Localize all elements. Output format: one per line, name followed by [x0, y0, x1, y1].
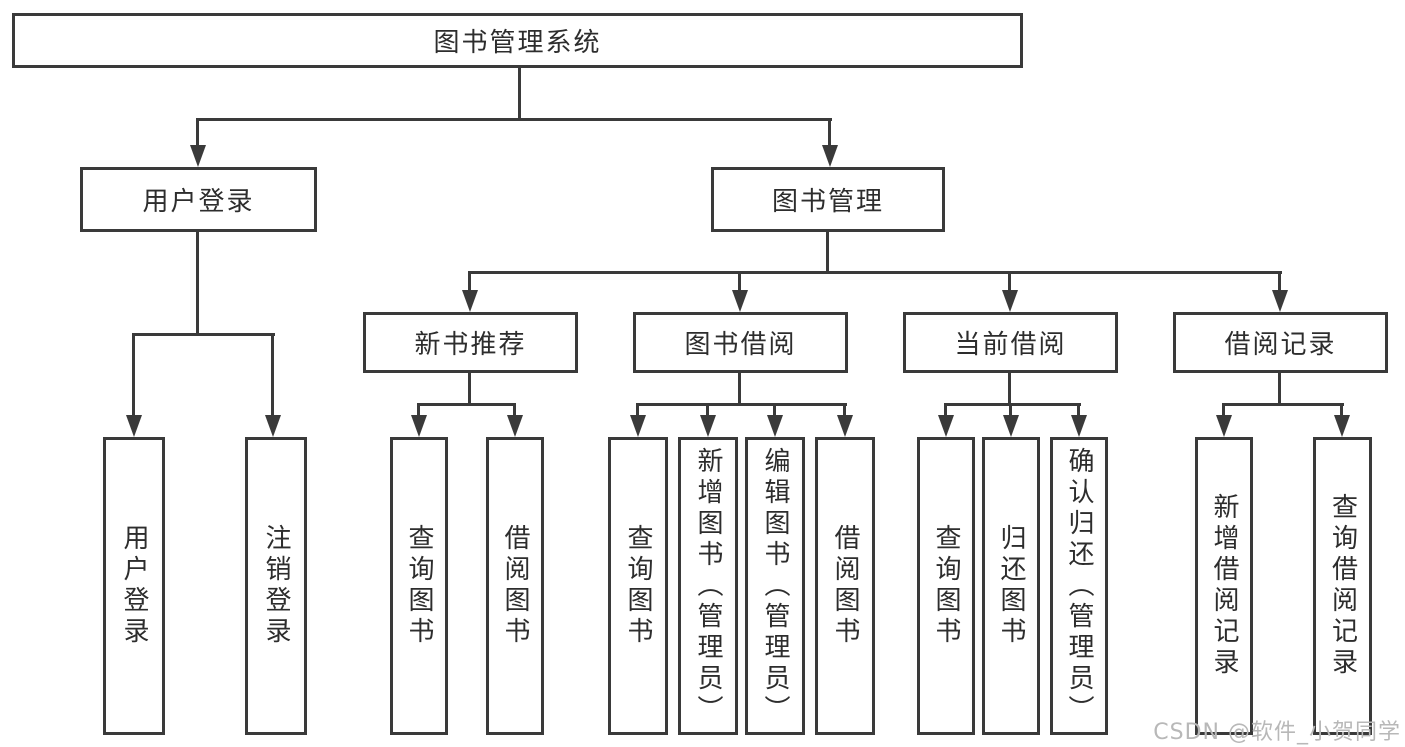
arrowhead-groupA-2 [507, 415, 523, 437]
node-user-login: 用户登录 [80, 167, 317, 232]
connector-user-rail [132, 333, 275, 336]
arrowhead-groupA-1 [411, 415, 427, 437]
leaf-bb-query-books: 查询图书 [608, 437, 668, 735]
arrowhead-user-login [190, 145, 206, 167]
arrowhead-groupD-2 [1334, 415, 1350, 437]
connector-groupB-rail [636, 403, 847, 406]
connector-drop-borrow-records [1278, 274, 1281, 292]
connector-drop-current-borrow [1008, 274, 1011, 292]
leaf-nbr-query-books: 查询图书 [390, 437, 448, 735]
arrowhead-groupC-2 [1003, 415, 1019, 437]
node-current-borrowing-label: 当前借阅 [954, 330, 1067, 360]
leaf-user-login-label: 用户登录 [119, 524, 149, 648]
connector-groupA-rail [417, 403, 516, 406]
connector-groupB-drop-1 [636, 406, 639, 417]
leaf-cb-query-books-label: 查询图书 [931, 524, 961, 648]
node-borrowing-records: 借阅记录 [1173, 312, 1388, 373]
connector-drop-new-book-rec [468, 274, 471, 292]
leaf-bb-borrow-books: 借阅图书 [815, 437, 875, 735]
node-borrowing-records-label: 借阅记录 [1224, 330, 1337, 360]
leaf-logout-label: 注销登录 [261, 524, 291, 648]
arrowhead-new-book-rec [462, 290, 478, 312]
leaf-bb-query-books-label: 查询图书 [623, 524, 653, 648]
leaf-bb-add-books-label: 新增图书（管理员） [693, 446, 723, 726]
leaf-br-add-record: 新增借阅记录 [1195, 437, 1253, 735]
connector-groupC-drop-3 [1077, 406, 1080, 417]
leaf-nbr-borrow-books: 借阅图书 [486, 437, 544, 735]
connector-groupB-stem [738, 373, 741, 405]
node-current-borrowing: 当前借阅 [903, 312, 1118, 373]
arrowhead-groupB-4 [837, 415, 853, 437]
connector-level2-rail [196, 118, 832, 121]
connector-groupB-drop-3 [773, 406, 776, 417]
arrowhead-current-borrow [1002, 290, 1018, 312]
arrowhead-groupB-1 [630, 415, 646, 437]
connector-groupA-stem [468, 373, 471, 405]
leaf-logout: 注销登录 [245, 437, 307, 735]
connector-groupD-stem [1278, 373, 1281, 405]
connector-groupB-drop-4 [843, 406, 846, 417]
arrowhead-groupC-1 [938, 415, 954, 437]
connector-drop-leaf-logout [271, 336, 274, 417]
csdn-watermark: CSDN @软件_小贺同学 [1153, 720, 1401, 745]
arrowhead-borrow-records [1272, 290, 1288, 312]
leaf-cb-confirm-return-label: 确认归还（管理员） [1064, 446, 1094, 726]
leaf-nbr-query-books-label: 查询图书 [404, 524, 434, 648]
connector-drop-user-login [196, 121, 199, 147]
arrowhead-book-borrow [732, 290, 748, 312]
node-book-borrowing: 图书借阅 [633, 312, 848, 373]
leaf-cb-confirm-return: 确认归还（管理员） [1050, 437, 1108, 735]
arrowhead-leaf-user-login [126, 415, 142, 437]
connector-drop-book-mgmt [828, 121, 831, 147]
arrowhead-groupC-3 [1071, 415, 1087, 437]
node-book-management: 图书管理 [711, 167, 945, 232]
node-book-management-label: 图书管理 [771, 187, 884, 217]
leaf-cb-return-books-label: 归还图书 [996, 524, 1026, 648]
leaf-bb-add-books: 新增图书（管理员） [678, 437, 738, 735]
leaf-bb-edit-books-label: 编辑图书（管理员） [760, 446, 790, 726]
connector-groupC-drop-2 [1009, 406, 1012, 417]
leaf-bb-edit-books: 编辑图书（管理员） [745, 437, 805, 735]
connector-book-stem [826, 232, 829, 273]
connector-drop-book-borrow [738, 274, 741, 292]
connector-groupA-drop-1 [417, 406, 420, 417]
leaf-br-add-record-label: 新增借阅记录 [1209, 493, 1239, 679]
node-new-book-recommendation-label: 新书推荐 [414, 330, 527, 360]
leaf-bb-borrow-books-label: 借阅图书 [830, 524, 860, 648]
leaf-cb-return-books: 归还图书 [982, 437, 1040, 735]
node-new-book-recommendation: 新书推荐 [363, 312, 578, 373]
node-user-login-label: 用户登录 [142, 187, 255, 217]
leaf-br-query-record-label: 查询借阅记录 [1327, 493, 1358, 679]
leaf-nbr-borrow-books-label: 借阅图书 [500, 524, 530, 648]
arrowhead-leaf-logout [265, 415, 281, 437]
arrowhead-groupB-2 [700, 415, 716, 437]
arrowhead-groupB-3 [767, 415, 783, 437]
leaf-user-login: 用户登录 [103, 437, 165, 735]
leaf-br-query-record: 查询借阅记录 [1313, 437, 1372, 735]
node-book-borrowing-label: 图书借阅 [684, 330, 797, 360]
node-root-system: 图书管理系统 [12, 13, 1023, 68]
connector-groupB-drop-2 [706, 406, 709, 417]
connector-groupD-drop-2 [1340, 406, 1343, 417]
node-root-label: 图书管理系统 [433, 28, 602, 58]
connector-level3-rail [468, 271, 1282, 274]
connector-groupD-rail [1222, 403, 1344, 406]
connector-groupC-stem [1008, 373, 1011, 405]
leaf-cb-query-books: 查询图书 [917, 437, 975, 735]
connector-user-stem [196, 232, 199, 335]
connector-groupC-rail [944, 403, 1081, 406]
connector-groupD-drop-1 [1222, 406, 1225, 417]
arrowhead-book-mgmt [822, 145, 838, 167]
arrowhead-groupD-1 [1216, 415, 1232, 437]
connector-groupA-drop-2 [513, 406, 516, 417]
connector-groupC-drop-1 [944, 406, 947, 417]
connector-root-stem [518, 68, 521, 121]
connector-drop-leaf-user-login [132, 336, 135, 417]
